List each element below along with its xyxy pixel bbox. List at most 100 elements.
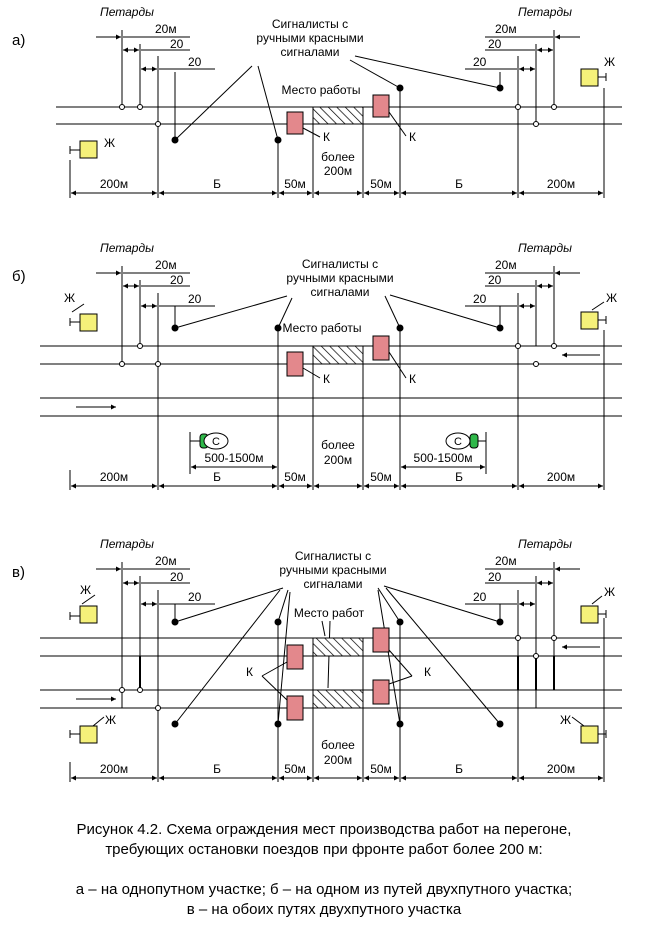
dim-50m-right: 50м bbox=[370, 762, 392, 776]
stop-signal-k bbox=[372, 679, 390, 705]
dim-20-right-2: 20 bbox=[473, 590, 487, 604]
dim-20-left-1: 20 bbox=[170, 570, 184, 584]
dim-20-right-1: 20 bbox=[488, 570, 502, 584]
dim-20m-left: 20м bbox=[155, 258, 177, 272]
stop-signal-k bbox=[286, 351, 304, 377]
more-200-line2: 200м bbox=[324, 453, 352, 467]
dim-20-right-1: 20 bbox=[488, 37, 502, 51]
dim-200m-left: 200м bbox=[100, 470, 128, 484]
warning-signal-zh bbox=[79, 313, 98, 332]
signalmen-label-2: ручными красными bbox=[256, 31, 363, 45]
dim-50m-left: 50м bbox=[284, 470, 306, 484]
more-200-line1: более bbox=[321, 738, 355, 752]
more-200-line1: более bbox=[321, 438, 355, 452]
signal-c bbox=[203, 432, 229, 450]
signalmen-label-3: сигналами bbox=[303, 577, 362, 591]
dim-b-right: Б bbox=[455, 762, 463, 776]
warning-signal-zh bbox=[580, 68, 599, 87]
dim-20-left-1: 20 bbox=[170, 273, 184, 287]
zh-label-top-right: Ж bbox=[604, 585, 615, 599]
dim-b-right: Б bbox=[455, 470, 463, 484]
stop-signal-k bbox=[372, 335, 390, 361]
petards-label-left: Петарды bbox=[100, 537, 154, 551]
zh-label-right: Ж bbox=[606, 291, 617, 305]
petards-label-right: Петарды bbox=[518, 241, 572, 255]
signalmen-label-1: Сигналисты с bbox=[295, 549, 371, 563]
worksite-label: Место работ bbox=[294, 606, 365, 620]
worksite-label: Место работы bbox=[283, 321, 362, 335]
k-label-2: К bbox=[409, 372, 416, 386]
warning-signal-zh bbox=[580, 605, 599, 624]
dim-20m-left: 20м bbox=[155, 22, 177, 36]
k-label-2: К bbox=[424, 665, 431, 679]
petard bbox=[155, 705, 161, 711]
dim-20m-right: 20м bbox=[495, 22, 517, 36]
signalmen-label-3: сигналами bbox=[310, 285, 369, 299]
zh-label-bottom-right: Ж bbox=[560, 713, 571, 727]
petards-label-right: Петарды bbox=[518, 5, 572, 19]
signalmen-label-2: ручными красными bbox=[279, 563, 386, 577]
c-label-left: С bbox=[212, 436, 220, 448]
petard bbox=[119, 104, 125, 110]
more-200-line1: более bbox=[321, 150, 355, 164]
figure-caption-line2: требующих остановки поездов при фронте р… bbox=[105, 841, 543, 858]
dim-b-left: Б bbox=[213, 177, 221, 191]
dim-b-left: Б bbox=[213, 762, 221, 776]
signalmen-label-1: Сигналисты с bbox=[272, 17, 348, 31]
petard bbox=[137, 343, 143, 349]
k-label-1: К bbox=[323, 130, 330, 144]
worksite-hatch bbox=[312, 345, 364, 365]
warning-signal-zh bbox=[580, 725, 599, 744]
dim-200m-right: 200м bbox=[547, 177, 575, 191]
dim-20-right-1: 20 bbox=[488, 273, 502, 287]
dim-50m-right: 50м bbox=[370, 470, 392, 484]
signalmen-label-2: ручными красными bbox=[286, 271, 393, 285]
signal-c bbox=[445, 432, 471, 450]
zh-label-bottom-left: Ж bbox=[105, 713, 116, 727]
figure-caption-line4: в – на обоих путях двухпутного участка bbox=[186, 901, 462, 918]
panel-a-letter: а) bbox=[12, 32, 25, 49]
panel-b: б) Петарды Петарды 20м 20 20 bbox=[12, 241, 622, 490]
petards-label-left: Петарды bbox=[100, 241, 154, 255]
petard bbox=[533, 653, 539, 659]
dim-b-right: Б bbox=[455, 177, 463, 191]
petards-label-left: Петарды bbox=[100, 5, 154, 19]
panel-a: а) Петарды Петарды 20м 20 20 bbox=[12, 5, 622, 198]
dim-20-left-2: 20 bbox=[188, 55, 202, 69]
signalmen-label-1: Сигналисты с bbox=[302, 257, 378, 271]
dim-20m-right: 20м bbox=[495, 554, 517, 568]
more-200-line2: 200м bbox=[324, 753, 352, 767]
petard bbox=[551, 343, 557, 349]
petard bbox=[533, 121, 539, 127]
k-label-2: К bbox=[409, 130, 416, 144]
warning-signal-zh bbox=[79, 725, 98, 744]
stop-signal-k bbox=[286, 111, 304, 135]
range-left: 500-1500м bbox=[205, 451, 264, 465]
zh-label-right: Ж bbox=[604, 55, 615, 69]
petard bbox=[515, 343, 521, 349]
stop-signal-k bbox=[286, 695, 304, 721]
petard bbox=[515, 104, 521, 110]
warning-signal-zh bbox=[79, 605, 98, 624]
petard bbox=[137, 104, 143, 110]
petard bbox=[551, 104, 557, 110]
zh-label-top-left: Ж bbox=[80, 583, 91, 597]
dim-50m-left: 50м bbox=[284, 177, 306, 191]
stop-signal-k bbox=[372, 627, 390, 653]
petard bbox=[119, 361, 125, 367]
dimension-row: 200м Б 50м 50м Б 200м bbox=[71, 762, 603, 781]
petard bbox=[515, 635, 521, 641]
warning-signal-zh bbox=[79, 140, 98, 159]
range-right: 500-1500м bbox=[414, 451, 473, 465]
figure-caption-line1: Рисунок 4.2. Схема ограждения мест произ… bbox=[76, 821, 572, 838]
petard bbox=[119, 687, 125, 693]
petards-label-right: Петарды bbox=[518, 537, 572, 551]
zh-label-left: Ж bbox=[104, 136, 115, 150]
warning-signal-zh bbox=[580, 311, 599, 330]
dim-20-right-2: 20 bbox=[473, 55, 487, 69]
panel-b-letter: б) bbox=[12, 268, 26, 285]
dim-20m-left: 20м bbox=[155, 554, 177, 568]
dim-50m-left: 50м bbox=[284, 762, 306, 776]
worksite-hatch bbox=[312, 637, 364, 657]
worksite-hatch bbox=[312, 689, 364, 709]
